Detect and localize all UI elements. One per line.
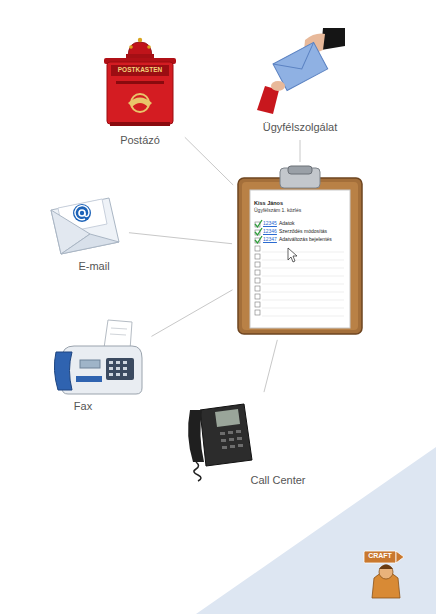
connector-line (185, 137, 233, 185)
craft-figure (364, 551, 404, 598)
connector-line (151, 290, 232, 337)
call-center-node: Call Center (184, 396, 318, 490)
fax-node: Fax (52, 316, 148, 416)
logo-text: CRAFT (368, 552, 392, 560)
mailbox-icon (98, 36, 182, 150)
handover-icon (255, 28, 345, 134)
record-title: Adatok (279, 221, 295, 227)
record-title: Adatváltozás bejelentés (279, 237, 332, 243)
node-label: Ügyfélszolgálat (263, 121, 338, 134)
clipboard-node: Kiss JánosÜgyfélszám 1. közlés 12345Adato… (236, 166, 364, 336)
corner-band (196, 447, 436, 614)
record-title: Szerződés módosítás (279, 229, 327, 235)
service-desk-node: Ügyfélszolgálat (255, 28, 345, 136)
client-name: Kiss János (254, 200, 283, 206)
email-node: E-mail (45, 180, 125, 276)
client-line: Ügyfélszám 1. közlés (254, 208, 301, 214)
plate-text: POSTKASTEN (118, 66, 162, 73)
record-number: 12346 (263, 229, 277, 235)
connector-line (129, 233, 232, 244)
fax-icon (52, 316, 148, 416)
node-label: Fax (74, 400, 92, 413)
clipboard-icon (236, 166, 364, 336)
node-label: Call Center (250, 474, 305, 487)
record-number: 12347 (263, 237, 277, 243)
node-label: E-mail (78, 260, 109, 273)
node-label: Postázó (120, 134, 160, 147)
connector-line (264, 340, 277, 392)
record-number: 12345 (263, 221, 277, 227)
connector-line (300, 140, 301, 162)
mailbox-node: POSTKASTEN Postázó (98, 36, 182, 150)
